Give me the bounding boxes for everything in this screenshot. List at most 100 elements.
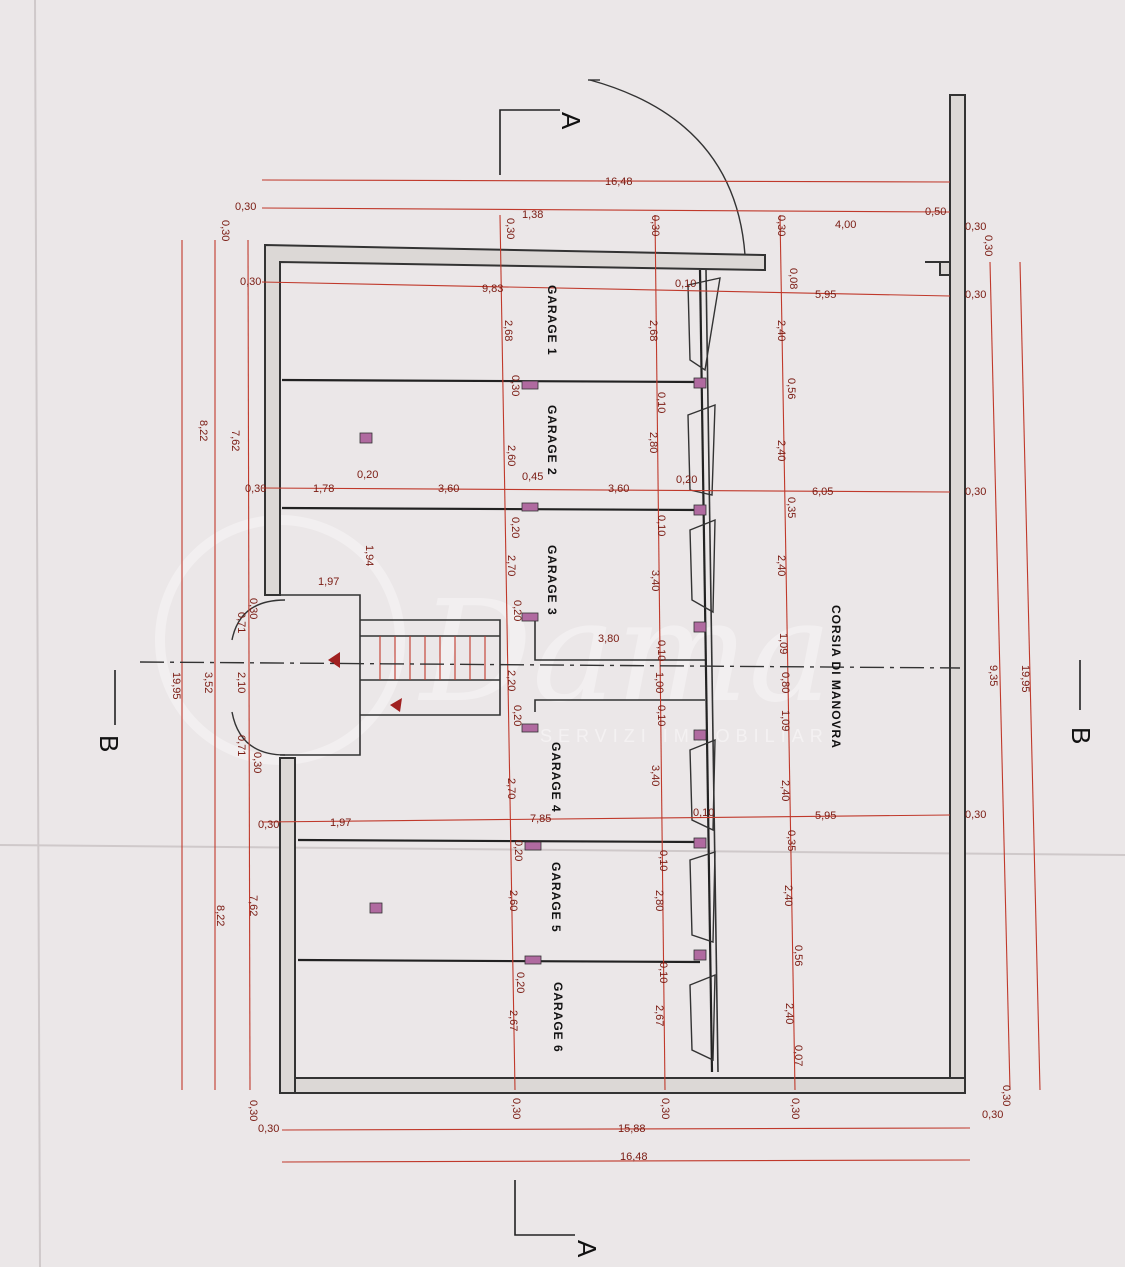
dim-label: 0,30: [775, 215, 787, 236]
dim-label: 0,30: [235, 201, 256, 213]
dim-label: 0,35: [785, 497, 797, 518]
dim-label: 0,30: [509, 375, 521, 396]
dim-label: 1,38: [522, 209, 543, 221]
dim-label: 0,20: [509, 517, 521, 538]
dim-label: 0,10: [657, 850, 669, 871]
dim-label: 6,05: [812, 486, 833, 498]
dim-label: 0,10: [655, 515, 667, 536]
dim-label: 0,30: [247, 1100, 259, 1121]
section-b-right-label: B: [1066, 727, 1096, 744]
dim-label: 3,80: [598, 633, 619, 645]
dim-label: 0,10: [657, 962, 669, 983]
dim-label: 0,30: [251, 752, 263, 773]
room-label-garage4: GARAGE 4: [549, 742, 563, 813]
dim-label: 2,40: [775, 440, 787, 461]
paper-edge-line: [34, 0, 41, 1267]
dim-label: 2,67: [653, 1005, 665, 1026]
dim-label: 0,45: [522, 471, 543, 483]
dim-label: 0,30: [649, 215, 661, 236]
section-a-top-label: A: [556, 112, 586, 130]
dim-label: 5,95: [815, 810, 836, 822]
dim-label: 0,07: [792, 1045, 804, 1066]
dim-label: 0,30: [965, 221, 986, 233]
dim-label: 0,30: [258, 1123, 279, 1135]
watermark-logo: Dama: [417, 571, 832, 734]
watermark-subtitle: SERVIZI IMMOBILIARI: [540, 726, 840, 746]
dim-label: 1,00: [653, 672, 665, 693]
dim-label: 19,95: [170, 672, 182, 700]
dim-label: 0,30: [965, 486, 986, 498]
building-walls: [264, 94, 966, 1094]
dim-label: 0,56: [785, 378, 797, 399]
dim-label: 0,30: [240, 276, 261, 288]
dim-label: 2,68: [647, 320, 659, 341]
dimension-labels: 16,48 0,30 1,38 0,30 0,30 0,30 4,00 0,50…: [170, 176, 1031, 1163]
section-a-bottom-label: A: [572, 1240, 602, 1258]
paper-fold-line: [0, 844, 1125, 856]
dim-label: 2,68: [502, 320, 514, 341]
section-lines: [114, 109, 1081, 1236]
dim-label: 0,30: [1000, 1085, 1012, 1106]
dim-label: 8,22: [197, 420, 209, 441]
dim-label: 0,10: [655, 705, 667, 726]
dim-label: 5,95: [815, 289, 836, 301]
dim-label: 7,62: [229, 430, 241, 451]
dim-label: 0,30: [219, 220, 231, 241]
dim-label: 19,95: [1019, 665, 1031, 693]
dim-label: 3,60: [608, 483, 629, 495]
dim-label: 9,83: [482, 283, 503, 295]
room-label-garage6: GARAGE 6: [551, 982, 565, 1053]
stair-arrow-icon-2: [390, 698, 402, 712]
dim-label: 1,09: [779, 710, 791, 731]
dim-label: 9,35: [987, 665, 999, 686]
room-label-garage1: GARAGE 1: [545, 285, 559, 356]
dim-label: 3,60: [438, 483, 459, 495]
entrance-door-swing: [589, 79, 746, 256]
dim-label: 0,80: [779, 672, 791, 693]
dim-label: 7,85: [530, 813, 551, 825]
dim-label: 2,40: [783, 1003, 795, 1024]
dim-label: 2,60: [505, 445, 517, 466]
stair-arrow-icon: [328, 652, 340, 668]
dim-label: 1,97: [330, 817, 351, 829]
dim-label: 0,10: [655, 640, 667, 661]
dim-label: 0,20: [511, 705, 523, 726]
dim-label: 0,30: [965, 289, 986, 301]
dim-label: 0,71: [235, 735, 247, 756]
dim-label: 1,78: [313, 483, 334, 495]
dim-label: 2,40: [779, 780, 791, 801]
dim-label: 0,20: [676, 474, 697, 486]
room-label-corsia: CORSIA DI MANOVRA: [829, 605, 843, 749]
dim-label: 3,52: [202, 672, 214, 693]
room-label-garage2: GARAGE 2: [545, 405, 559, 476]
dim-label: 0,10: [693, 807, 714, 819]
dim-label: 1,09: [777, 633, 789, 654]
dim-label: 2,80: [647, 432, 659, 453]
dim-label: 0,50: [925, 206, 946, 218]
dim-label: 2,70: [505, 555, 517, 576]
dim-label: 2,67: [507, 1010, 519, 1031]
dim-label: 2,60: [507, 890, 519, 911]
dim-label: 2,40: [782, 885, 794, 906]
dim-label: 3,40: [649, 570, 661, 591]
dim-label: 0,30: [965, 809, 986, 821]
dim-label: 0,30: [258, 819, 279, 831]
dim-label: 0,71: [235, 612, 247, 633]
dim-label: 1,94: [363, 545, 375, 566]
dim-label: 0,30: [510, 1098, 522, 1119]
dim-label: 2,70: [505, 778, 517, 799]
dim-label: 0,35: [785, 830, 797, 851]
dim-label: 0,30: [504, 218, 516, 239]
dim-label: 2,10: [235, 672, 247, 693]
dim-label: 2,40: [775, 555, 787, 576]
dim-label: 0,30: [659, 1098, 671, 1119]
dim-label: 16,48: [605, 176, 633, 188]
dim-label: 2,80: [653, 890, 665, 911]
dim-label: 7,62: [247, 895, 259, 916]
garage-door-tracks: [687, 269, 721, 1073]
dim-label: 4,00: [835, 219, 856, 231]
dim-label: 0,56: [792, 945, 804, 966]
dim-label: 0,08: [787, 268, 799, 289]
dim-label: 0,20: [512, 840, 524, 861]
